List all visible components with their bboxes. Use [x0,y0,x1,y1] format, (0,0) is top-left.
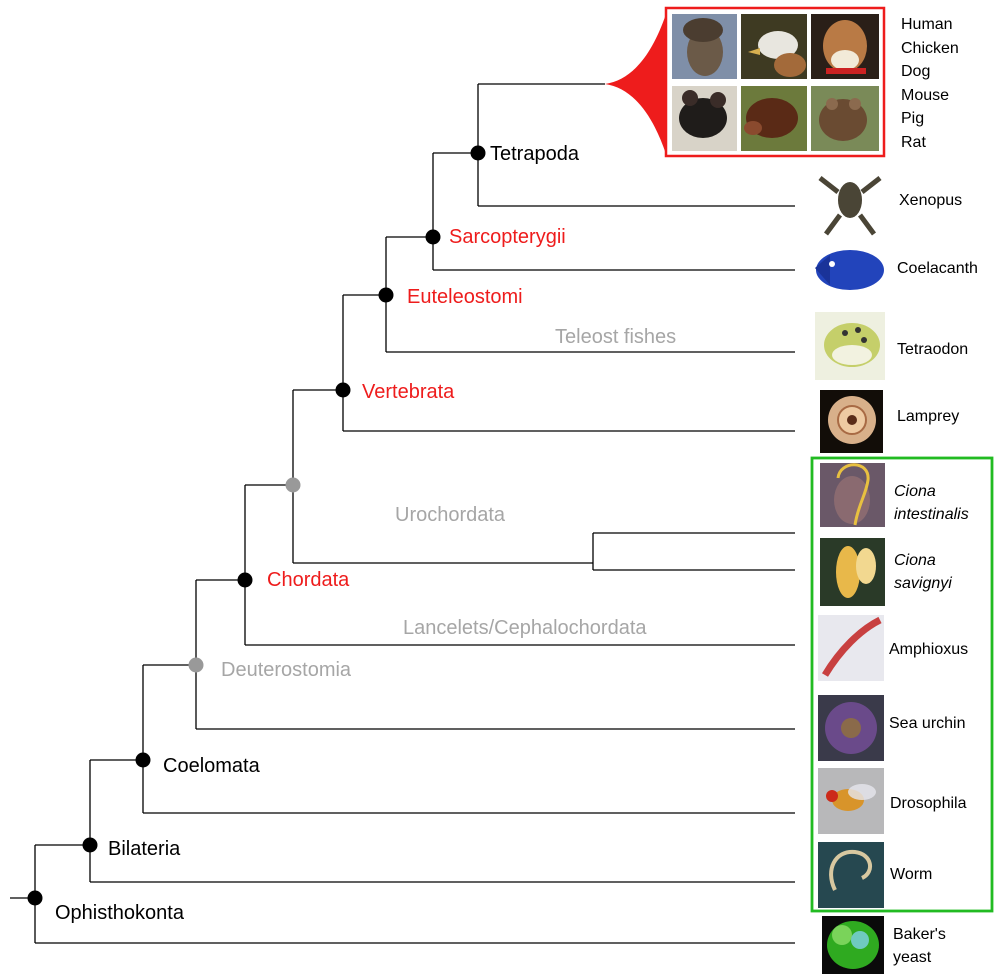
species-label-bakers: Baker's [893,926,946,943]
xenopus-photo [815,167,885,237]
coelacanth-photo [815,244,885,302]
species-label-drosophila: Drosophila [890,795,967,812]
clade-label-deuterostomia: Deuterostomia [221,659,352,681]
species-label-ciona-intestinalis-genus: Ciona [894,483,936,500]
human-photo [672,14,737,79]
clade-label-ophisthokonta: Ophisthokonta [55,902,184,924]
species-label-chicken: Chicken [901,39,959,57]
invertebrate-chordate-box [810,456,994,913]
clade-label-coelomata: Coelomata [163,755,260,777]
chicken-photo [741,14,807,79]
tetrapod-photo-grid [672,14,879,151]
worm-photo [818,842,884,908]
species-label-xenopus: Xenopus [899,192,963,209]
lamprey-photo [820,390,883,453]
drosophila-photo [818,768,884,834]
clade-label-tetrapoda: Tetrapoda [490,143,579,165]
clade-label-chordata: Chordata [267,569,350,591]
yeast-photo [822,916,884,974]
species-label-dog: Dog [901,63,931,80]
amphioxus-photo [818,615,884,681]
ciona-intestinalis-photo [820,463,885,527]
tetrapod-species-list: Human Chicken Dog Mouse Pig Rat [901,13,959,154]
species-photos [815,167,885,974]
clade-label-euteleostomi: Euteleostomi [407,286,523,308]
clade-label-urochordata: Urochordata [395,504,506,526]
species-label-rat: Rat [901,133,926,151]
species-label-ciona-intestinalis-species: intestinalis [894,506,969,523]
species-label-amphioxus: Amphioxus [889,641,969,658]
rat-photo [811,86,879,151]
species-label-pig: Pig [901,110,925,127]
clade-label-sarcopterygii: Sarcopterygii [449,226,566,248]
tree-branches [10,83,795,944]
species-label-human: Human [901,16,953,33]
species-label-worm: Worm [890,866,933,883]
tetrapod-fan [605,14,666,154]
clade-label-bilateria: Bilateria [108,838,181,860]
clade-label-teleost-fishes: Teleost fishes [555,326,677,348]
species-label-yeast: yeast [893,949,932,966]
clade-label-lancelets: Lancelets/Cephalochordata [403,617,647,639]
species-label-ciona-savignyi-genus: Ciona [894,552,936,569]
mouse-photo [672,86,737,151]
species-label-ciona-savignyi-species: savignyi [894,575,952,592]
clade-label-vertebrata: Vertebrata [362,381,455,403]
tetraodon-photo [815,312,885,380]
pig-photo [741,86,807,151]
sea-urchin-photo [818,695,884,761]
ciona-savignyi-photo [820,538,885,606]
species-label-mouse: Mouse [901,86,950,104]
species-label-sea-urchin: Sea urchin [889,715,966,732]
dog-photo [811,14,879,79]
node-markers [27,145,486,906]
species-label-tetraodon: Tetraodon [897,341,969,358]
species-label-coelacanth: Coelacanth [897,260,978,277]
species-label-lamprey: Lamprey [897,408,960,425]
